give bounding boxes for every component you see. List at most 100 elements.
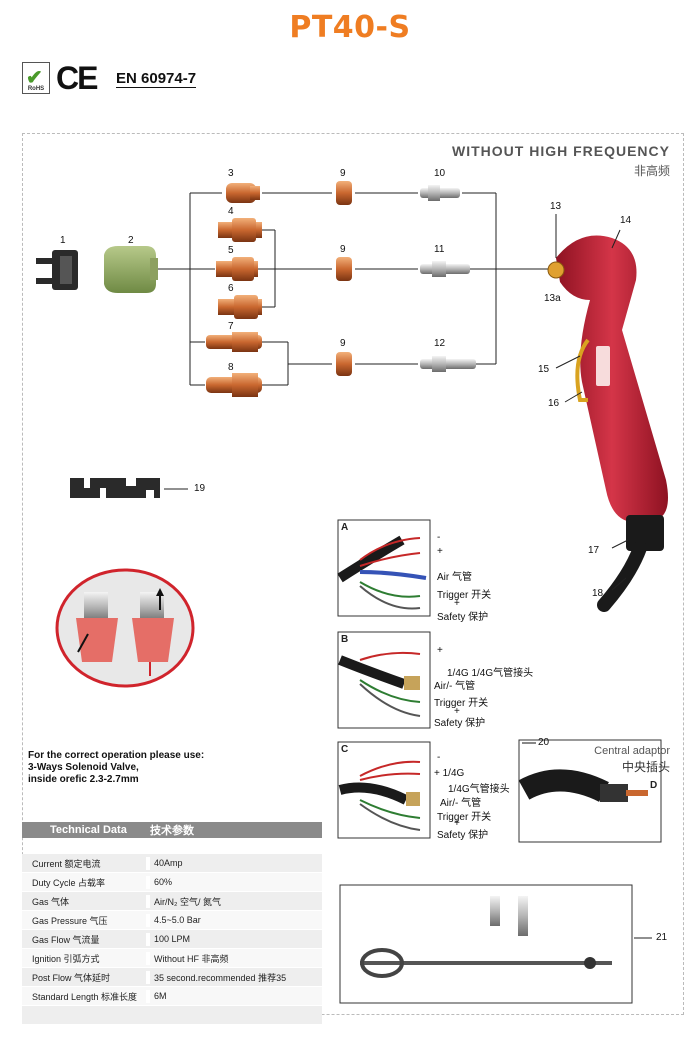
panel-a-frame — [337, 519, 431, 617]
part-3-tip — [226, 183, 260, 203]
operation-note: For the correct operation please use: 3-… — [28, 750, 204, 786]
part-19-spanner — [70, 478, 188, 498]
panel-c-frame — [337, 741, 431, 839]
row-value: 100 LPM — [154, 934, 191, 944]
table-header: Technical Data 技术参数 — [22, 822, 322, 838]
content-frame — [22, 133, 684, 1015]
row-value: 40Amp — [154, 858, 183, 868]
row-label: Gas 气体 — [22, 894, 150, 908]
table-body: Current 额定电流 40Amp Duty Cycle 占载率 60% Gas … — [22, 854, 322, 1025]
panel-a-air: Air 气管 — [437, 572, 472, 583]
ce-mark: CE — [56, 60, 98, 96]
part-number-13: 13 — [550, 201, 562, 212]
part-number-10: 10 — [434, 168, 446, 179]
part-number-9c: 9 — [340, 338, 346, 349]
table-row: Post Flow 气体延时 35 second.recommended 推荐35 — [22, 968, 322, 987]
rohs-text: RoHS — [27, 86, 45, 92]
panel-c-plus2: + — [454, 818, 460, 829]
panel-b-fitting: 1/4G 1/4G气管接头 — [447, 668, 534, 679]
part-number-20: 20 — [538, 737, 550, 748]
part-2-shield-cup — [104, 246, 158, 293]
part-number-7: 7 — [228, 321, 234, 332]
row-label: Current 额定电流 — [22, 856, 150, 870]
row-value: 6M — [154, 991, 167, 1001]
part-number-2: 2 — [128, 235, 134, 246]
panel-c-fitting: 1/4G气管接头 — [448, 784, 510, 795]
part-number-6: 6 — [228, 283, 234, 294]
page-title: PT40-S — [289, 10, 411, 45]
part-8-long-tip — [206, 373, 262, 397]
part-6-electrode — [218, 295, 262, 319]
part-number-18: 18 — [592, 588, 604, 599]
part-number-3: 3 — [228, 168, 234, 179]
panel-a-minus: - — [437, 532, 441, 543]
part-10-electrode — [420, 185, 460, 201]
part-7-long-tip — [206, 332, 262, 352]
row-value: 4.5~5.0 Bar — [154, 915, 201, 925]
row-value: 35 second.recommended 推荐35 — [154, 972, 287, 983]
part-number-21: 21 — [656, 932, 668, 943]
panel-a-plus2: + — [454, 598, 460, 609]
part-number-17: 17 — [588, 545, 600, 556]
panel-a-safety: Safety 保护 — [437, 612, 489, 623]
technical-data-table: Technical Data 技术参数 Current 额定电流 40Amp Du… — [22, 822, 322, 1025]
panel-a-plus: + — [437, 546, 443, 557]
torch-body — [547, 235, 668, 612]
checkmark-icon: ✔ — [26, 67, 43, 89]
part-9-swirl-ring — [336, 181, 352, 376]
part-number-9b: 9 — [340, 244, 346, 255]
row-value: 60% — [154, 877, 173, 887]
row-label: Gas Flow 气流量 — [22, 932, 150, 946]
rohs-logo: ✔ RoHS — [22, 62, 50, 94]
row-label: Ignition 引弧方式 — [22, 951, 150, 965]
part-number-12: 12 — [434, 338, 446, 349]
part-4-electrode — [218, 218, 262, 242]
part-number-11: 11 — [434, 244, 445, 255]
panel-b-frame — [337, 631, 431, 729]
part-number-16: 16 — [548, 398, 560, 409]
panel-b-air: Air/- 气管 — [434, 681, 476, 692]
part-12-electrode — [420, 356, 476, 372]
table-row: Current 额定电流 40Amp — [22, 854, 322, 873]
table-row: Standard Length 标准长度 6M — [22, 987, 322, 1006]
part-21-circle-guide — [339, 884, 652, 1004]
part-number-15: 15 — [538, 364, 550, 375]
panel-c-safety: Safety 保护 — [437, 830, 489, 841]
panel-c-air: Air/- 气管 — [440, 798, 482, 809]
note-line-3: inside orefic 2.3-2.7mm — [28, 774, 139, 785]
table-row: Gas Flow 气流量 100 LPM — [22, 930, 322, 949]
part-number-13a: 13a — [544, 293, 561, 304]
part-1-clip — [36, 250, 78, 290]
panel-d-frame — [518, 739, 662, 843]
panel-c-label: C — [341, 744, 349, 755]
cutaway-illustration — [55, 568, 195, 688]
panel-b-label: B — [341, 634, 349, 645]
central-adaptor-title-cn: 中央插头 — [621, 760, 670, 774]
part-number-14: 14 — [620, 215, 632, 226]
mode-title: WITHOUT HIGH FREQUENCY — [452, 143, 670, 159]
row-label: Standard Length 标准长度 — [22, 989, 150, 1003]
table-header-cn: 技术参数 — [150, 825, 194, 837]
part-11-electrode — [420, 261, 470, 277]
part-number-1: 1 — [60, 235, 66, 246]
row-label: Post Flow 气体延时 — [22, 970, 150, 984]
row-label: Duty Cycle 占载率 — [22, 875, 150, 889]
panel-b-trigger: Trigger 开关 — [434, 698, 489, 709]
panel-b-plus: + — [437, 645, 443, 656]
panel-b-plus2: + — [454, 706, 460, 717]
table-row: Gas 气体 Air/N₂ 空气/ 氮气 — [22, 892, 322, 911]
part-number-5: 5 — [228, 245, 234, 256]
note-line-2: 3-Ways Solenoid Valve, — [28, 762, 139, 773]
panel-a-label: A — [341, 522, 349, 533]
mode-title-cn: 非高频 — [633, 164, 670, 178]
part-number-9a: 9 — [340, 168, 346, 179]
table-row — [22, 1006, 322, 1025]
row-value: Air/N₂ 空气/ 氮气 — [154, 896, 221, 907]
panel-b-safety: Safety 保护 — [434, 718, 486, 729]
panel-c-plus: + 1/4G — [434, 768, 465, 779]
table-header-en: Technical Data — [50, 824, 127, 836]
part-number-19: 19 — [194, 483, 206, 494]
